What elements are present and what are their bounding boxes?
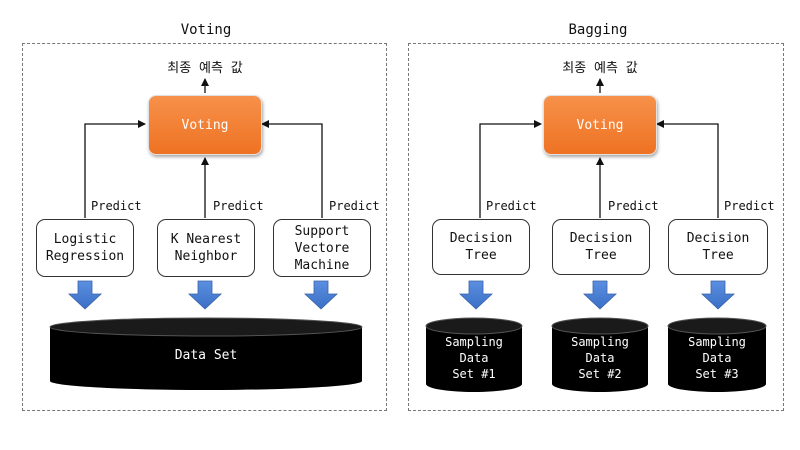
down-arrow-icon [303,280,339,310]
predict-label: Predict [329,199,380,213]
bagging-panel-frame [408,43,784,411]
down-arrow-icon [67,280,103,310]
voting-node-label: Voting [576,117,624,133]
model-decision-tree-1: Decision Tree [432,219,530,275]
predict-arrow-tree-1 [479,120,542,218]
sampling-cylinder-2 [551,317,649,392]
sampling-dataset-2-label: Sampling Data Set #2 [571,335,629,381]
model-decision-tree-2: Decision Tree [552,219,650,275]
down-arrow-icon [458,280,494,310]
predict-label: Predict [91,199,142,213]
model-decision-tree-3: Decision Tree [668,219,768,275]
sampling-dataset-1-label: Sampling Data Set #1 [445,335,503,381]
predict-arrow-tree-3 [656,120,719,218]
voting-node: Voting [148,95,262,155]
voting-panel-frame [22,43,387,411]
predict-label: Predict [213,199,264,213]
dataset-label: Data Set [174,348,238,363]
bagging-panel-title: Bagging [568,22,628,38]
sampling-cylinder-1 [425,317,523,392]
final-prediction-label: 최종 예측 값 [562,61,638,76]
predict-arrow-svm [261,120,323,218]
model-k-nearest-neighbor: K Nearest Neighbor [157,219,255,277]
sampling-cylinder-3 [667,317,767,392]
sampling-dataset-3-label: Sampling Data Set #3 [688,335,746,381]
model-logistic-regression: Logistic Regression [36,219,134,277]
down-arrow-icon [582,280,618,310]
predict-arrow-logistic [84,120,146,218]
final-prediction-label: 최종 예측 값 [167,61,243,76]
voting-panel-title: Voting [180,22,232,38]
predict-label: Predict [608,199,659,213]
dataset-cylinder [49,317,363,390]
down-arrow-icon [700,280,736,310]
down-arrow-icon [187,280,223,310]
voting-node-label: Voting [181,117,229,133]
voting-node: Voting [543,95,657,155]
predict-label: Predict [724,199,775,213]
model-support-vector-machine: Support Vectore Machine [273,219,371,277]
predict-label: Predict [486,199,537,213]
